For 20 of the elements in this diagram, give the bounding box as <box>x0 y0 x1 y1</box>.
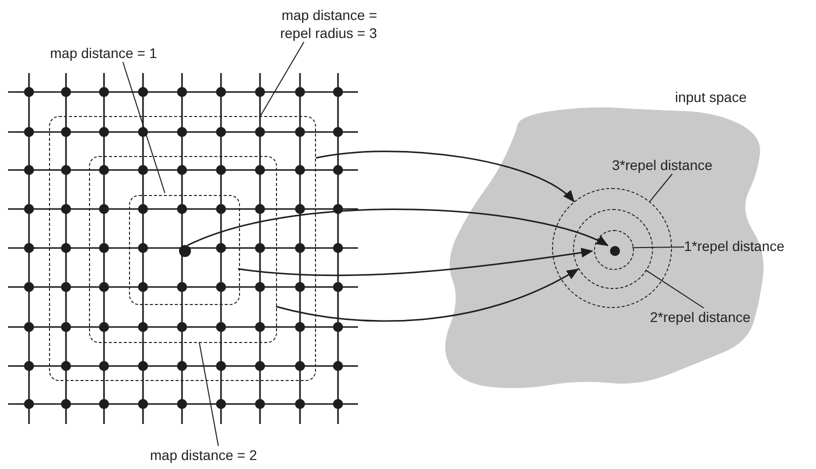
callout-label: 1*repel distance <box>684 237 814 255</box>
callout-label: map distance = 1 <box>50 44 190 62</box>
arrow <box>276 268 579 322</box>
dashed-boundary <box>49 116 316 381</box>
arrow <box>238 248 594 276</box>
callout-label: 3*repel distance <box>612 156 747 174</box>
leader-line <box>198 342 219 446</box>
arrow <box>187 208 609 246</box>
leader-line <box>632 246 684 248</box>
leader-line <box>649 174 673 202</box>
dashed-boundary <box>89 156 277 343</box>
callout-label: map distance = 2 <box>150 446 290 464</box>
dashed-boundary <box>129 195 240 305</box>
arrow <box>316 150 575 202</box>
region-label: input space <box>675 88 747 107</box>
leader-line <box>122 62 166 194</box>
leader-line <box>644 269 704 308</box>
callout-label: map distance = repel radius = 3 <box>252 6 377 42</box>
leader-line <box>260 42 304 116</box>
callout-label: 2*repel distance <box>650 308 785 326</box>
